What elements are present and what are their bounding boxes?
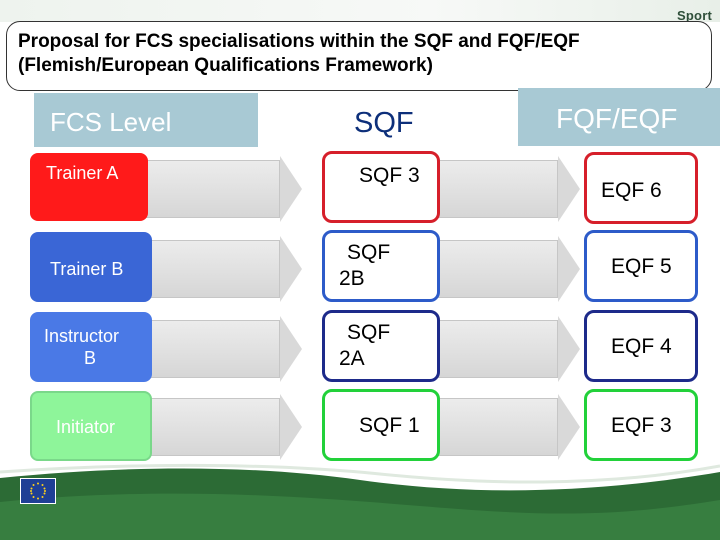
fcs-box-initiator: Initiator bbox=[30, 391, 152, 461]
sqf-label: SQF 1 bbox=[359, 414, 420, 437]
eqf-box-eqf-6: EQF 6 bbox=[584, 152, 698, 224]
eqf-label: EQF 4 bbox=[611, 335, 672, 358]
fcs-box-trainer-b: Trainer B bbox=[30, 232, 152, 302]
arrow-fcs-to-sqf bbox=[140, 320, 280, 378]
arrow-fcs-to-sqf bbox=[140, 240, 280, 298]
slide-title: Proposal for FCS specialisations within … bbox=[18, 31, 580, 76]
arrow-head-icon bbox=[280, 156, 302, 222]
arrow-head-icon bbox=[558, 316, 580, 382]
sqf-box-sqf-2b: SQF 2B bbox=[322, 230, 440, 302]
arrow-sqf-to-eqf bbox=[436, 240, 558, 298]
footer-green-wave bbox=[0, 463, 720, 540]
fcs-label: Trainer A bbox=[46, 163, 119, 183]
eqf-label: EQF 3 bbox=[611, 414, 672, 437]
column-header-fcs-level: FCS Level bbox=[34, 93, 258, 147]
column-header-fqf-eqf: FQF/EQF bbox=[518, 88, 720, 146]
arrow-fcs-to-sqf bbox=[140, 160, 280, 218]
arrow-head-icon bbox=[558, 156, 580, 222]
arrow-head-icon bbox=[558, 394, 580, 460]
eqf-label: EQF 5 bbox=[611, 255, 672, 278]
fcs-box-trainer-a: Trainer A bbox=[30, 153, 148, 221]
column-header-sqf: SQF bbox=[354, 107, 414, 139]
fcs-label-line2: B bbox=[84, 348, 97, 368]
arrow-sqf-to-eqf bbox=[436, 320, 558, 378]
fcs-box-instructor-b: Instructor B bbox=[30, 312, 152, 382]
arrow-head-icon bbox=[280, 316, 302, 382]
eqf-label: EQF 6 bbox=[601, 179, 662, 202]
arrow-head-icon bbox=[280, 394, 302, 460]
eqf-box-eqf-4: EQF 4 bbox=[584, 310, 698, 382]
sqf-label: SQF 3 bbox=[359, 164, 420, 187]
sqf-label-line1: SQF bbox=[347, 241, 391, 264]
header-stripe bbox=[0, 0, 720, 22]
fcs-label: Initiator bbox=[56, 417, 116, 437]
eu-flag-icon bbox=[20, 478, 56, 504]
sqf-box-sqf-2a: SQF 2A bbox=[322, 310, 440, 382]
brand-logo-text: Sport bbox=[677, 8, 712, 23]
arrow-sqf-to-eqf bbox=[436, 160, 558, 218]
eqf-box-eqf-5: EQF 5 bbox=[584, 230, 698, 302]
sqf-box-sqf-1: SQF 1 bbox=[322, 389, 440, 461]
arrow-sqf-to-eqf bbox=[436, 398, 558, 456]
fcs-label: Trainer B bbox=[50, 259, 124, 279]
fcs-label-line1: Instructor bbox=[44, 326, 120, 346]
sqf-label-line2: 2B bbox=[339, 267, 365, 290]
arrow-fcs-to-sqf bbox=[140, 398, 280, 456]
arrow-head-icon bbox=[558, 236, 580, 302]
eqf-box-eqf-3: EQF 3 bbox=[584, 389, 698, 461]
title-box bbox=[6, 21, 712, 91]
sqf-label-line1: SQF bbox=[347, 321, 391, 344]
arrow-head-icon bbox=[280, 236, 302, 302]
sqf-label-line2: 2A bbox=[339, 347, 365, 370]
sqf-box-sqf-3: SQF 3 bbox=[322, 151, 440, 223]
